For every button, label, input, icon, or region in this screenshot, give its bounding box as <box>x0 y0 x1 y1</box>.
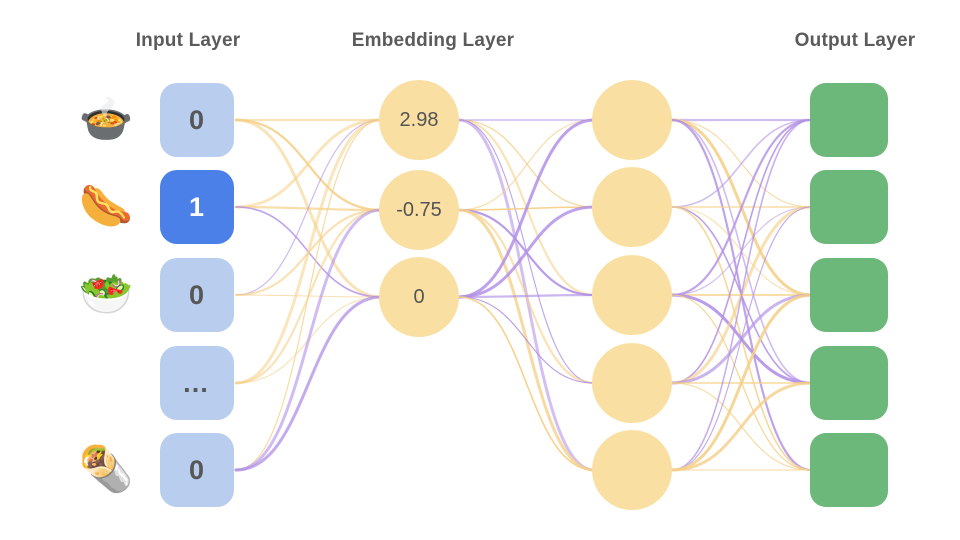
embedding-node-2[interactable]: -0.75 <box>379 170 459 250</box>
input-node-5[interactable]: 0 <box>160 433 234 507</box>
input-node-2[interactable]: 1 <box>160 170 234 244</box>
hidden-node-3[interactable] <box>592 255 672 335</box>
output-node-3[interactable] <box>810 258 888 332</box>
embedding-node-3[interactable]: 0 <box>379 257 459 337</box>
input-node-1[interactable]: 0 <box>160 83 234 157</box>
salad-bowl-icon: 🥗 <box>78 270 134 319</box>
input-node-3[interactable]: 0 <box>160 258 234 332</box>
hidden-node-4[interactable] <box>592 343 672 423</box>
hot-dog-icon: 🌭 <box>78 182 134 231</box>
input-node-4[interactable]: … <box>160 346 234 420</box>
output-node-1[interactable] <box>810 83 888 157</box>
burrito-icon: 🌯 <box>78 445 134 494</box>
embedding-node-1[interactable]: 2.98 <box>379 80 459 160</box>
hidden-node-1[interactable] <box>592 80 672 160</box>
output-node-2[interactable] <box>810 170 888 244</box>
stew-bowl-icon: 🍲 <box>78 95 134 144</box>
output-layer-title: Output Layer <box>794 30 916 51</box>
embedding-layer-title: Embedding Layer <box>351 30 515 51</box>
input-layer-title: Input Layer <box>135 30 241 51</box>
output-node-5[interactable] <box>810 433 888 507</box>
hidden-node-2[interactable] <box>592 167 672 247</box>
hidden-node-5[interactable] <box>592 430 672 510</box>
output-node-4[interactable] <box>810 346 888 420</box>
